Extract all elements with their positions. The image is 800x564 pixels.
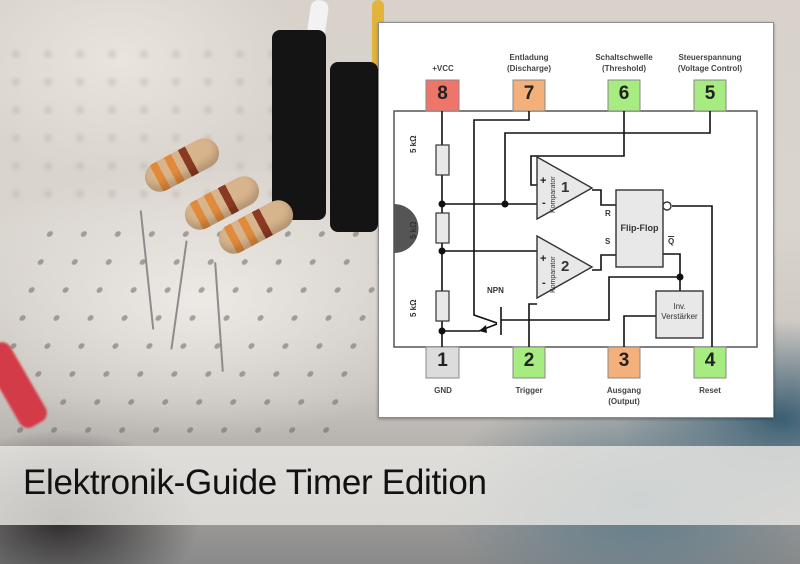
pin-5-label: Steuerspannung (Voltage Control) [650, 52, 770, 74]
pin-1-label: GND [383, 385, 503, 396]
flipflop-qbar-label: Q [668, 237, 675, 246]
comparator-1 [536, 155, 594, 221]
flipflop-reset-label: R [605, 209, 611, 218]
inverter-amplifier-block [655, 290, 704, 339]
pin-number-2: 2 [523, 350, 535, 371]
pin-4-label-line1: Reset [699, 386, 721, 395]
breadboard-holes [0, 220, 418, 450]
flipflop-label: Flip-Flop [620, 223, 659, 233]
pin-number-3: 3 [618, 350, 630, 371]
comparator-1-label: Komparator [550, 176, 557, 213]
inverter-label-line2: Verstärker [661, 312, 698, 321]
pin-3-label: Ausgang (Output) [564, 385, 684, 407]
pin-3 [607, 346, 641, 379]
resistor-label-1: 5 kΩ [409, 135, 418, 153]
pin-2-label-line1: Trigger [515, 386, 543, 395]
pin-6-label-line2: (Threshold) [602, 64, 646, 73]
pin-7-label: Entladung (Discharge) [469, 52, 589, 74]
pin-1-label-line1: GND [434, 386, 452, 395]
pin-3-label-line2: (Output) [608, 397, 640, 406]
inverter-label-line1: Inv. [673, 302, 686, 311]
pin-number-8: 8 [437, 83, 448, 104]
pin-7 [512, 79, 546, 112]
pin-5 [693, 79, 727, 112]
pin-4-label: Reset [650, 385, 770, 396]
banner-title: Elektronik-Guide Timer Edition [23, 463, 487, 502]
resistor-label-3: 5 kΩ [409, 299, 418, 317]
pin-number-5: 5 [704, 83, 716, 104]
pin-5-label-line2: (Voltage Control) [677, 64, 743, 73]
chip-notch-shape [394, 206, 408, 252]
junction-dots [438, 200, 684, 335]
pin-6 [607, 79, 641, 112]
pin-number-1: 1 [437, 350, 448, 371]
pin-8-label: +VCC [383, 63, 503, 74]
black-connector-post [330, 62, 378, 232]
pin-3-label-line1: Ausgang [606, 386, 642, 395]
pin-8 [425, 79, 460, 112]
pin-1 [425, 346, 460, 379]
pin-2-label: Trigger [469, 385, 589, 396]
comparator-2-number: 2 [561, 258, 570, 275]
pin-number-7: 7 [523, 83, 535, 104]
timer-555-diagram: 8 7 6 5 1 2 3 4 +VCC Entladung (Discharg… [378, 22, 774, 418]
emitter-arrow [479, 325, 487, 333]
flip-flop-block [615, 189, 664, 268]
npn-label: NPN [487, 286, 504, 295]
pin-4 [693, 346, 727, 379]
pin-7-label-line1: Entladung [509, 53, 549, 62]
pin-6-label: Schaltschwelle (Threshold) [564, 52, 684, 74]
diagram-svg [393, 79, 758, 379]
title-banner: Elektronik-Guide Timer Edition [0, 446, 800, 525]
pin-6-label-line1: Schaltschwelle [595, 53, 653, 62]
inverted-output-bubble [662, 201, 672, 211]
pin-5-label-line1: Steuerspannung [678, 53, 742, 62]
comparator-1-minus: - [542, 197, 546, 209]
pin-7-label-line2: (Discharge) [506, 64, 551, 73]
comparator-1-plus: + [540, 175, 547, 187]
inverter-label: Inv. Verstärker [656, 302, 703, 322]
comparator-2-label: Komparator [550, 256, 557, 293]
comparator-1-number: 1 [561, 179, 570, 196]
resistor-label-2: 5 kΩ [409, 221, 418, 239]
flipflop-set-label: S [605, 237, 611, 246]
black-connector-post [272, 30, 326, 220]
comparator-2-plus: + [540, 253, 547, 265]
pin-8-label-line1: +VCC [432, 64, 454, 73]
pin-number-6: 6 [618, 83, 630, 104]
pin-number-4: 4 [704, 350, 716, 371]
comparator-2 [536, 234, 594, 300]
comparator-2-minus: - [542, 277, 546, 289]
resistor-symbols [435, 144, 450, 322]
